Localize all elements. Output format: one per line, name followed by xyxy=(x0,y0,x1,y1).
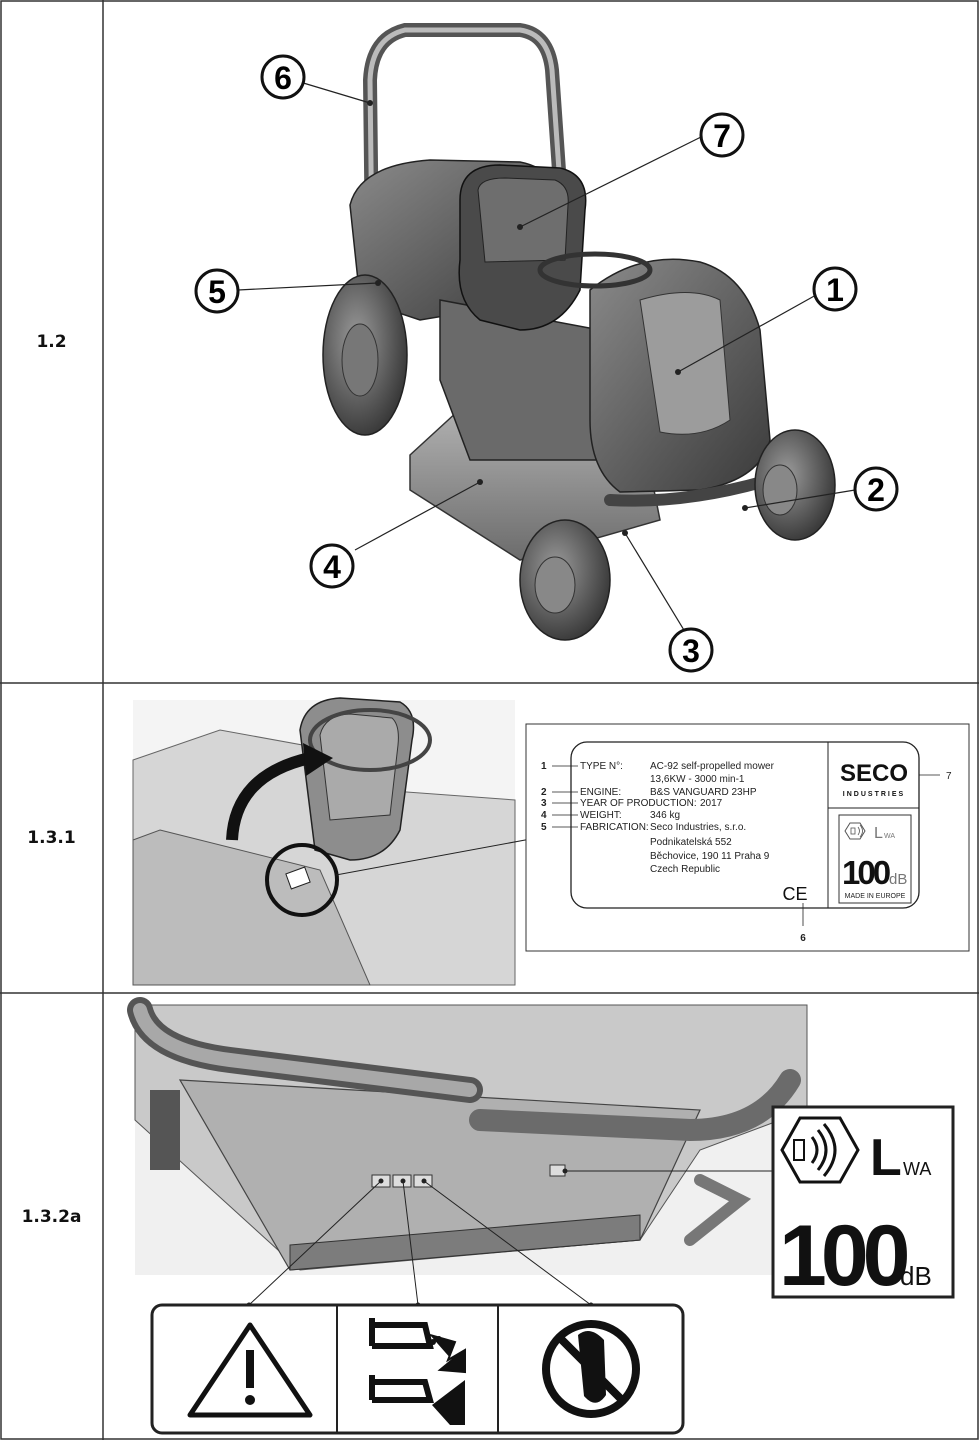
plate-noise-value: 100 xyxy=(842,854,890,891)
plate-noise-unit: dB xyxy=(889,871,907,888)
identification-plate: 1 2 3 4 5 TYPE N°: ENGINE: YEAR OF PRODU… xyxy=(525,723,970,952)
plate-power-value: 13,6KW - 3000 min-1 xyxy=(650,774,745,785)
callout-3: 3 xyxy=(668,627,714,673)
svg-text:6: 6 xyxy=(274,60,292,96)
plate-weight-value: 346 kg xyxy=(650,810,680,821)
mower-overview-figure: 1 2 3 4 5 6 7 xyxy=(103,0,979,683)
id-plate-figure: 1 2 3 4 5 TYPE N°: ENGINE: YEAR OF PRODU… xyxy=(103,683,979,993)
callout-2: 2 xyxy=(853,466,899,512)
seat-location-drawing xyxy=(132,697,537,986)
callout-7: 7 xyxy=(699,112,745,158)
row-label-1-2: 1.2 xyxy=(36,331,67,352)
plate-key-2: 2 xyxy=(541,787,547,798)
plate-fabrication-value: Seco Industries, s.r.o. xyxy=(650,822,746,833)
callout-5: 5 xyxy=(194,268,240,314)
plate-key-1: 1 xyxy=(541,761,547,772)
noise-lwa-sub: WA xyxy=(903,1159,931,1179)
plate-key-6: 6 xyxy=(800,933,806,944)
noise-value: 100 xyxy=(779,1208,908,1304)
plate-address-line-2: Běchovice, 190 11 Praha 9 xyxy=(650,851,770,862)
discharge-chute-icon xyxy=(369,1318,466,1425)
svg-text:5: 5 xyxy=(208,274,226,310)
plate-engine-label: ENGINE: xyxy=(580,787,621,798)
id-plate-illustration: 1 2 3 4 5 TYPE N°: ENGINE: YEAR OF PRODU… xyxy=(132,697,970,986)
callout-4: 4 xyxy=(309,543,355,589)
mower-illustration: 1 2 3 4 5 6 7 xyxy=(194,23,899,673)
plate-key-4: 4 xyxy=(541,810,547,821)
plate-type-value: AC-92 self-propelled mower xyxy=(650,761,775,772)
plate-weight-label: WEIGHT: xyxy=(580,810,622,821)
mower-deck-drawing xyxy=(127,997,808,1275)
callout-1: 1 xyxy=(812,266,858,312)
plate-key-5: 5 xyxy=(541,822,547,833)
plate-address-line-3: Czech Republic xyxy=(650,864,720,875)
noise-lwa: L xyxy=(870,1129,902,1187)
speaker-icon xyxy=(844,822,866,840)
plate-fabrication-label: FABRICATION: xyxy=(580,822,649,833)
plate-brand-sub: INDUSTRIES xyxy=(843,791,905,798)
noise-level-label: L WA 100 dB xyxy=(771,1105,955,1304)
plate-lwa-sub: WA xyxy=(884,833,895,840)
warning-triangle-icon xyxy=(187,1322,313,1418)
plate-year-value: 2017 xyxy=(700,798,723,809)
no-hands-icon xyxy=(542,1320,640,1418)
ce-mark: CE xyxy=(782,884,807,904)
row-label-1-3-2a: 1.3.2a xyxy=(21,1206,82,1227)
plate-key-3: 3 xyxy=(541,798,547,809)
noise-unit: dB xyxy=(900,1261,932,1291)
svg-text:1: 1 xyxy=(826,272,844,308)
plate-brand: SECO xyxy=(840,760,908,787)
plate-year-label: YEAR OF PRODUCTION: xyxy=(580,798,697,809)
deck-labels-figure: L WA 100 dB xyxy=(103,993,979,1440)
deck-labels-illustration: L WA 100 dB xyxy=(127,997,955,1435)
callout-6: 6 xyxy=(260,54,306,100)
plate-made-in: MADE IN EUROPE xyxy=(845,893,906,900)
plate-address-line-1: Podnikatelská 552 xyxy=(650,837,732,848)
plate-type-label: TYPE N°: xyxy=(580,761,623,772)
plate-engine-value: B&S VANGUARD 23HP xyxy=(650,787,757,798)
plate-key-7: 7 xyxy=(946,771,952,782)
svg-text:3: 3 xyxy=(682,633,700,669)
svg-text:2: 2 xyxy=(867,472,885,508)
speaker-icon xyxy=(780,1116,860,1184)
svg-text:4: 4 xyxy=(323,549,341,585)
plate-lwa: L xyxy=(874,825,883,842)
row-label-1-3-1: 1.3.1 xyxy=(27,828,76,848)
svg-text:7: 7 xyxy=(713,118,731,154)
